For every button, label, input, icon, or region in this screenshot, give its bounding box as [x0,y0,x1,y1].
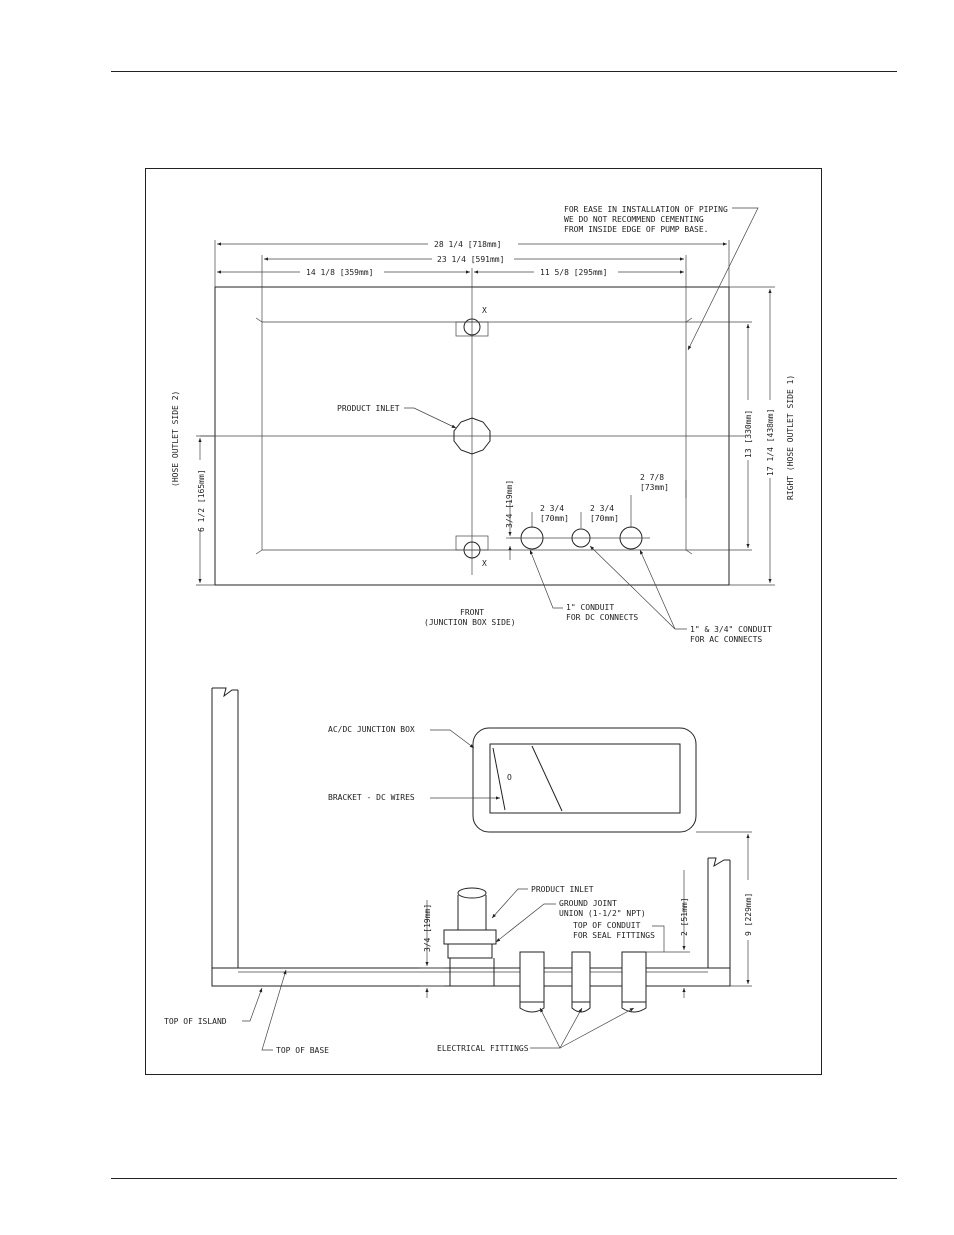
product-inlet-opening [453,417,491,455]
dim-right-offset: 11 5/8 [295mm] [540,268,607,277]
dim-2: 2 [51mm] [680,897,689,936]
junction-box-outer [472,727,697,833]
bracket-o: O [507,773,512,782]
dim-13: 13 [330mm] [744,410,753,458]
conduit-3 [621,951,647,1003]
ground-joint-label-1: GROUND JOINT [559,899,617,908]
conduit-3-bottom [621,986,647,1013]
bracket-label: BRACKET - DC WIRES [328,793,415,802]
junction-box-label: AC/DC JUNCTION BOX [328,725,415,734]
note-line-1: FOR EASE IN INSTALLATION OF PIPING [564,205,728,214]
conduit-dc-label-2: FOR DC CONNECTS [566,613,638,622]
pump-side-wall-left [211,687,239,968]
ground-joint-label-2: UNION (1-1/2" NPT) [559,909,646,918]
product-inlet-label: PRODUCT INLET [337,404,400,413]
dim-inner-width: 23 1/4 [591mm] [437,255,504,264]
note-line-2: WE DO NOT RECOMMEND CEMENTING [564,215,704,224]
junction-bracket [492,747,506,811]
union-lower [447,943,493,959]
dim-234-a-line1: 2 3/4 [540,504,564,513]
conduit-dc-label-1: 1" CONDUIT [566,603,614,612]
x-mark-bottom: X [482,559,487,568]
pump-side-wall-right [707,857,731,968]
header-rule [111,71,897,72]
dim-17: 17 1/4 [438mm] [766,409,775,476]
product-inlet-pipe [457,895,487,930]
dim-234-a-line2: [70mm] [540,514,569,523]
union-upper [443,929,497,945]
top-of-island-label: TOP OF ISLAND [164,1017,227,1026]
conduit-1 [519,951,545,1003]
base-plate [211,967,731,987]
conduit-2 [571,951,591,1003]
dim-234-b-line2: [70mm] [590,514,619,523]
dim-278-line1: 2 7/8 [640,473,664,482]
note-leader [687,207,759,351]
product-inlet-side-label: PRODUCT INLET [531,885,594,894]
dim-34-plan: 3/4 [19mm] [505,480,514,528]
dim-overall-width: 28 1/4 [718mm] [434,240,501,249]
front-label: FRONT [460,608,484,617]
top-of-base-label: TOP OF BASE [276,1046,329,1055]
dim-left-offset: 14 1/8 [359mm] [306,268,373,277]
drawing-frame [145,168,822,1075]
junction-box-inner [489,743,681,814]
conduit-ac-label-2: FOR AC CONNECTS [690,635,762,644]
dim-9: 9 [229mm] [744,893,753,936]
dim-278-line2: [73mm] [640,483,669,492]
conduit-ac-label-1: 1" & 3/4" CONDUIT [690,625,772,634]
dim-side-half: 6 1/2 [165mm] [197,469,206,532]
slot-marks [255,317,693,555]
bolt-hole-top [463,318,481,336]
bolt-bracket-bottom [455,535,489,551]
dim-34-side: 3/4 [19mm] [423,904,432,952]
dim-234-b-line1: 2 3/4 [590,504,614,513]
right-hose-outlet-side-1: RIGHT (HOSE OUTLET SIDE 1) [786,375,795,500]
top-conduit-label-2: FOR SEAL FITTINGS [573,931,655,940]
hose-outlet-side-2: (HOSE OUTLET SIDE 2) [171,391,180,487]
x-mark-top: X [482,306,487,315]
electrical-fittings-label: ELECTRICAL FITTINGS [437,1044,529,1053]
bolt-bracket-top [455,321,489,337]
front-sublabel: (JUNCTION BOX SIDE) [424,618,516,627]
note-line-3: FROM INSIDE EDGE OF PUMP BASE. [564,225,709,234]
top-conduit-label-1: TOP OF CONDUIT [573,921,641,930]
footer-rule [111,1178,897,1179]
conduit-1-bottom [519,986,545,1013]
